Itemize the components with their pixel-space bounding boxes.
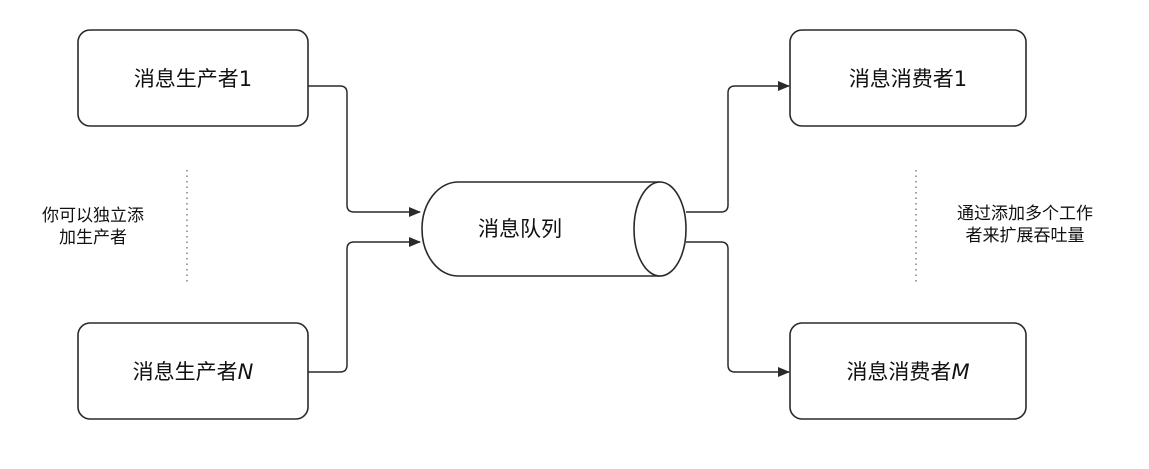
- consumers-note-line-1: 通过添加多个工作: [957, 204, 1093, 224]
- queue-node: 消息队列: [421, 181, 687, 277]
- producer-n-label-text: 消息生产者: [133, 360, 238, 384]
- consumer-m-box: [789, 322, 1027, 420]
- arrow-queue-to-consumer-m: [686, 241, 790, 377]
- queue-cylinder-body: [421, 181, 661, 277]
- queue-cylinder-end: [633, 181, 687, 277]
- consumer-m-node: 消息消费者M: [789, 322, 1027, 420]
- arrow-producer-n-to-queue: [308, 237, 421, 373]
- producer-1-label: 消息生产者1: [134, 67, 252, 91]
- producer-1-node: 消息生产者1: [77, 29, 309, 127]
- consumer-1-box: [789, 29, 1027, 127]
- producer-n-node: 消息生产者N: [77, 322, 309, 420]
- consumer-m-variable: M: [951, 360, 969, 384]
- producers-note: 你可以独立添 加生产者: [18, 205, 168, 249]
- consumer-m-label-text: 消息消费者: [846, 360, 951, 384]
- queue-label: 消息队列: [478, 217, 562, 241]
- consumers-note: 通过添加多个工作 者来扩展吞吐量: [935, 203, 1115, 247]
- producer-n-box: [77, 322, 309, 420]
- producers-note-line-1: 你可以独立添: [42, 206, 144, 226]
- consumer-m-label: 消息消费者M: [846, 360, 969, 384]
- producer-n-label: 消息生产者N: [133, 360, 254, 384]
- consumer-1-node: 消息消费者1: [789, 29, 1027, 127]
- consumers-note-line-2: 者来扩展吞吐量: [965, 226, 1085, 246]
- producer-n-variable: N: [238, 360, 254, 384]
- consumer-1-label: 消息消费者1: [849, 67, 967, 91]
- arrow-producer-1-to-queue: [308, 85, 421, 217]
- producers-note-line-2: 加生产者: [59, 228, 127, 248]
- producer-1-box: [77, 29, 309, 127]
- arrow-queue-to-consumer-1: [686, 81, 790, 213]
